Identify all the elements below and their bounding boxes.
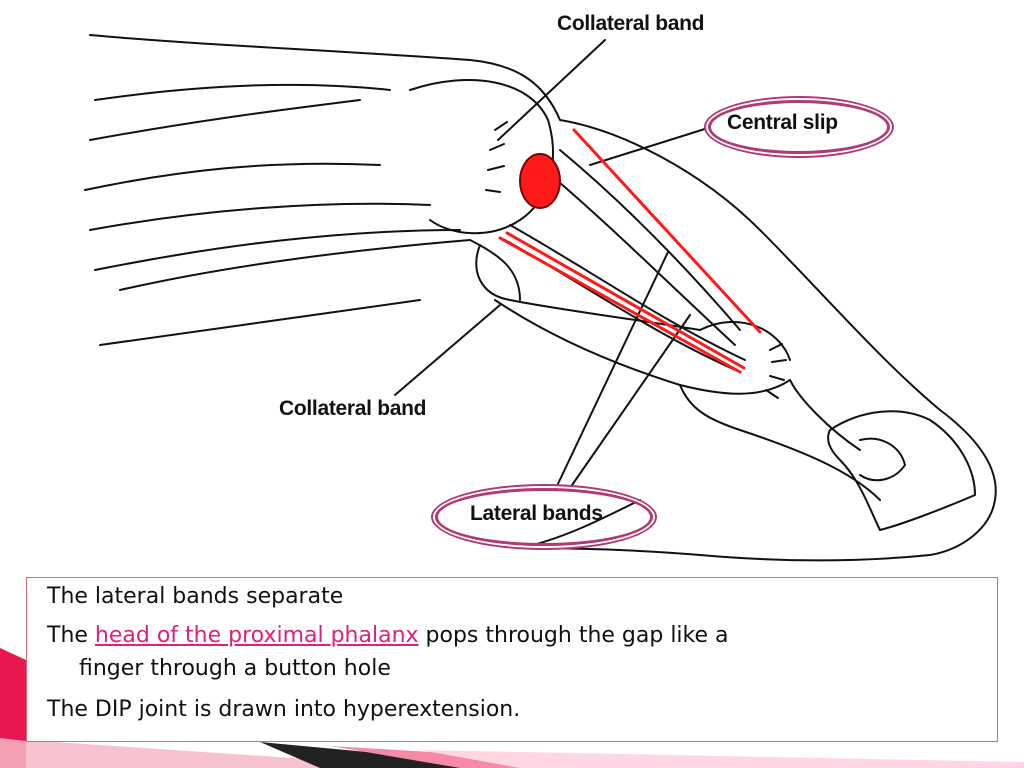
central-slip-highlight bbox=[572, 128, 762, 334]
label-lateral-bands: Lateral bands bbox=[470, 502, 603, 525]
text-line-2: The head of the proximal phalanx pops th… bbox=[47, 623, 729, 648]
explanation-textbox: The lateral bands separate The head of t… bbox=[26, 577, 998, 742]
text-line-2-pre: The bbox=[47, 623, 95, 648]
text-line-2-post: pops through the gap like a bbox=[418, 623, 729, 648]
lateral-band-highlight-2 bbox=[498, 236, 742, 374]
label-collateral-band-bottom: Collateral band bbox=[279, 397, 427, 420]
red-marker bbox=[519, 153, 561, 209]
lateral-bands-oval bbox=[435, 488, 653, 546]
text-line-3: finger through a button hole bbox=[79, 656, 391, 681]
label-central-slip: Central slip bbox=[727, 111, 838, 134]
label-collateral-band-top: Collateral band bbox=[557, 12, 705, 35]
head-of-proximal-phalanx-link[interactable]: head of the proximal phalanx bbox=[94, 623, 419, 648]
text-line-4: The DIP joint is drawn into hyperextensi… bbox=[47, 697, 521, 722]
text-line-1: The lateral bands separate bbox=[47, 584, 344, 609]
central-slip-oval bbox=[708, 100, 890, 154]
finger-anatomy-drawing bbox=[84, 34, 997, 562]
decorative-footer bbox=[0, 648, 1024, 768]
lateral-band-highlight-1 bbox=[505, 231, 746, 370]
